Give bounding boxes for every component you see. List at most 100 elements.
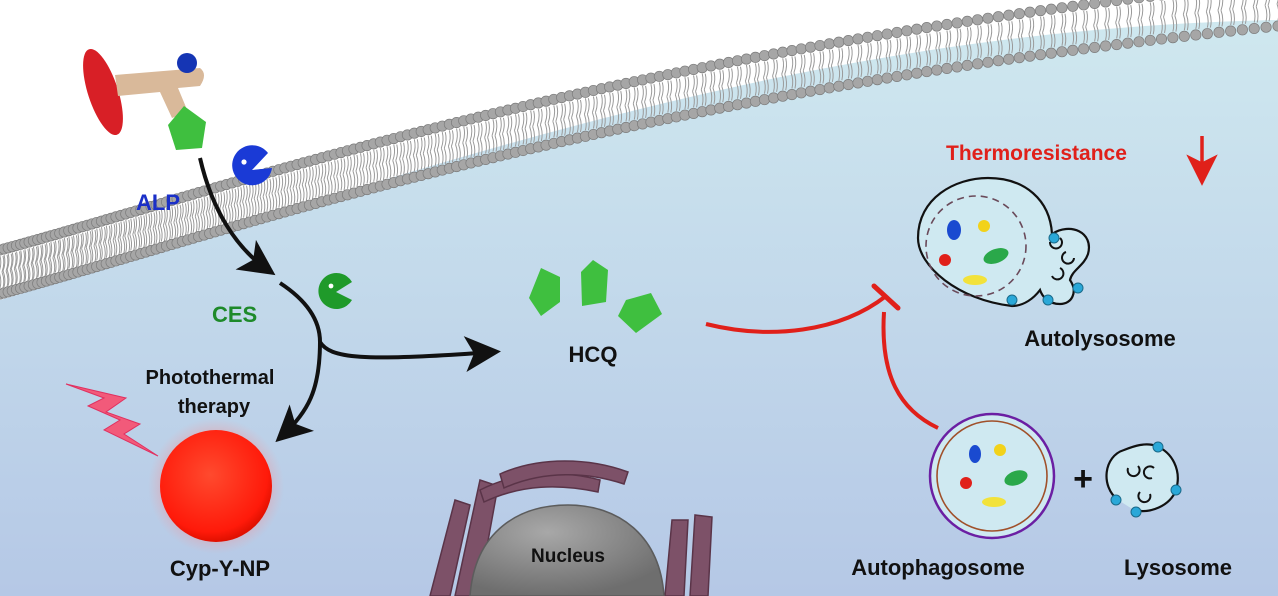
lipid-tail (976, 25, 982, 58)
lipid-head (1013, 8, 1025, 20)
phosphate-group (177, 53, 197, 73)
lipid-head (1034, 49, 1047, 61)
lipid-tail (277, 175, 284, 208)
lipid-head (1024, 50, 1036, 62)
lipid-tail (498, 117, 505, 150)
lipid-head (852, 33, 864, 45)
lipid-head (992, 55, 1004, 67)
lipid-head (795, 43, 807, 55)
lipid-tail (129, 218, 136, 251)
lipid-tail (809, 53, 815, 86)
lipid-tail (455, 128, 461, 161)
lipid-tail (683, 77, 690, 110)
lipid-tail (247, 183, 254, 217)
lipid-head (951, 17, 963, 29)
lipid-head (749, 95, 761, 107)
lipid-tail (40, 244, 47, 277)
lipid-tail (81, 232, 87, 265)
ces-enzyme-icon (318, 272, 352, 309)
lipid-tail (333, 160, 339, 193)
lipid-tail (186, 201, 193, 234)
lipid-head (931, 20, 943, 32)
lipid-head (786, 44, 798, 57)
autolysosome (916, 176, 1091, 308)
lipid-tail (62, 237, 69, 271)
lipid-head (842, 34, 854, 47)
lipid-tail (165, 207, 171, 241)
autophagosome-inner (936, 420, 1048, 532)
ces-curve-arc (278, 281, 322, 343)
lipid-tail (259, 180, 266, 213)
lipid-tail (180, 203, 187, 236)
lipid-head (786, 88, 798, 101)
lipid-head (982, 56, 994, 68)
lipid-tail (1039, 16, 1045, 49)
lipid-tail (521, 112, 528, 145)
lipid-tail (90, 229, 97, 263)
lipid-tail (866, 43, 872, 76)
alp-label: ALP (136, 190, 180, 215)
lipid-head (804, 41, 817, 53)
lipid-tail (692, 75, 698, 108)
lipid-tail (600, 94, 606, 127)
lipid-head (1201, 28, 1213, 40)
fusion-arrow (881, 311, 939, 430)
lipid-head (891, 70, 903, 82)
lipid-tail (314, 165, 320, 198)
inhibition-bar (871, 283, 901, 311)
lipid-tail (202, 196, 209, 230)
lipid-head (1100, 0, 1112, 8)
lipid-head (1003, 53, 1015, 65)
lipid-tail (709, 71, 716, 105)
lipid-tail (104, 225, 111, 258)
lipid-tail (727, 68, 733, 101)
lipid-tail (491, 119, 498, 152)
lysosome (1105, 441, 1182, 518)
lipid-tail (301, 168, 308, 201)
lipid-head (814, 83, 826, 96)
lipid-head (740, 97, 752, 109)
lipid-tail (31, 246, 38, 279)
lipid-tail (134, 216, 141, 250)
lipid-tail (405, 140, 412, 174)
lipid-tail (1017, 19, 1024, 52)
lipid-head (758, 94, 771, 106)
lipid-tail (1148, 2, 1155, 35)
lipid-tail (359, 153, 365, 186)
lipid-tail (945, 30, 952, 63)
lipid-head (1056, 2, 1068, 14)
linker-bar (115, 68, 204, 118)
lipid-tail (925, 33, 932, 66)
lipid-tail (109, 224, 116, 257)
lipid-tail (1160, 0, 1166, 34)
hcq-fragment-2 (581, 260, 608, 306)
lipid-head (1260, 21, 1272, 33)
lipid-tail (433, 133, 440, 167)
lipid-tail (253, 182, 260, 215)
lipid-head (931, 64, 943, 76)
photothermal-label-line1: Photothermal (146, 367, 275, 389)
lipid-tail (575, 99, 582, 133)
lipid-tail (1104, 7, 1110, 41)
alp-to-ces-arrow (198, 157, 276, 276)
lipid-head (961, 15, 973, 27)
lipid-tail (657, 82, 664, 115)
lipid-tail (175, 204, 182, 238)
lipid-head (833, 80, 845, 92)
lipid-head (1078, 0, 1090, 11)
ces-label: CES (212, 302, 257, 327)
lipid-tail (412, 139, 419, 172)
lipid-tail (271, 177, 278, 210)
lipid-head (758, 50, 771, 62)
lipid-head (1100, 40, 1112, 52)
lipid-tail (591, 96, 598, 129)
lipid-tail (352, 154, 359, 188)
lipid-head (911, 67, 923, 79)
lipid-tail (772, 59, 778, 93)
lipid-tail (915, 35, 922, 68)
lipid-tail (552, 105, 559, 138)
lipid-tail (27, 247, 34, 281)
lipid-tail (1060, 13, 1067, 46)
lipid-tail (44, 242, 51, 276)
lipid-head (1045, 3, 1057, 15)
